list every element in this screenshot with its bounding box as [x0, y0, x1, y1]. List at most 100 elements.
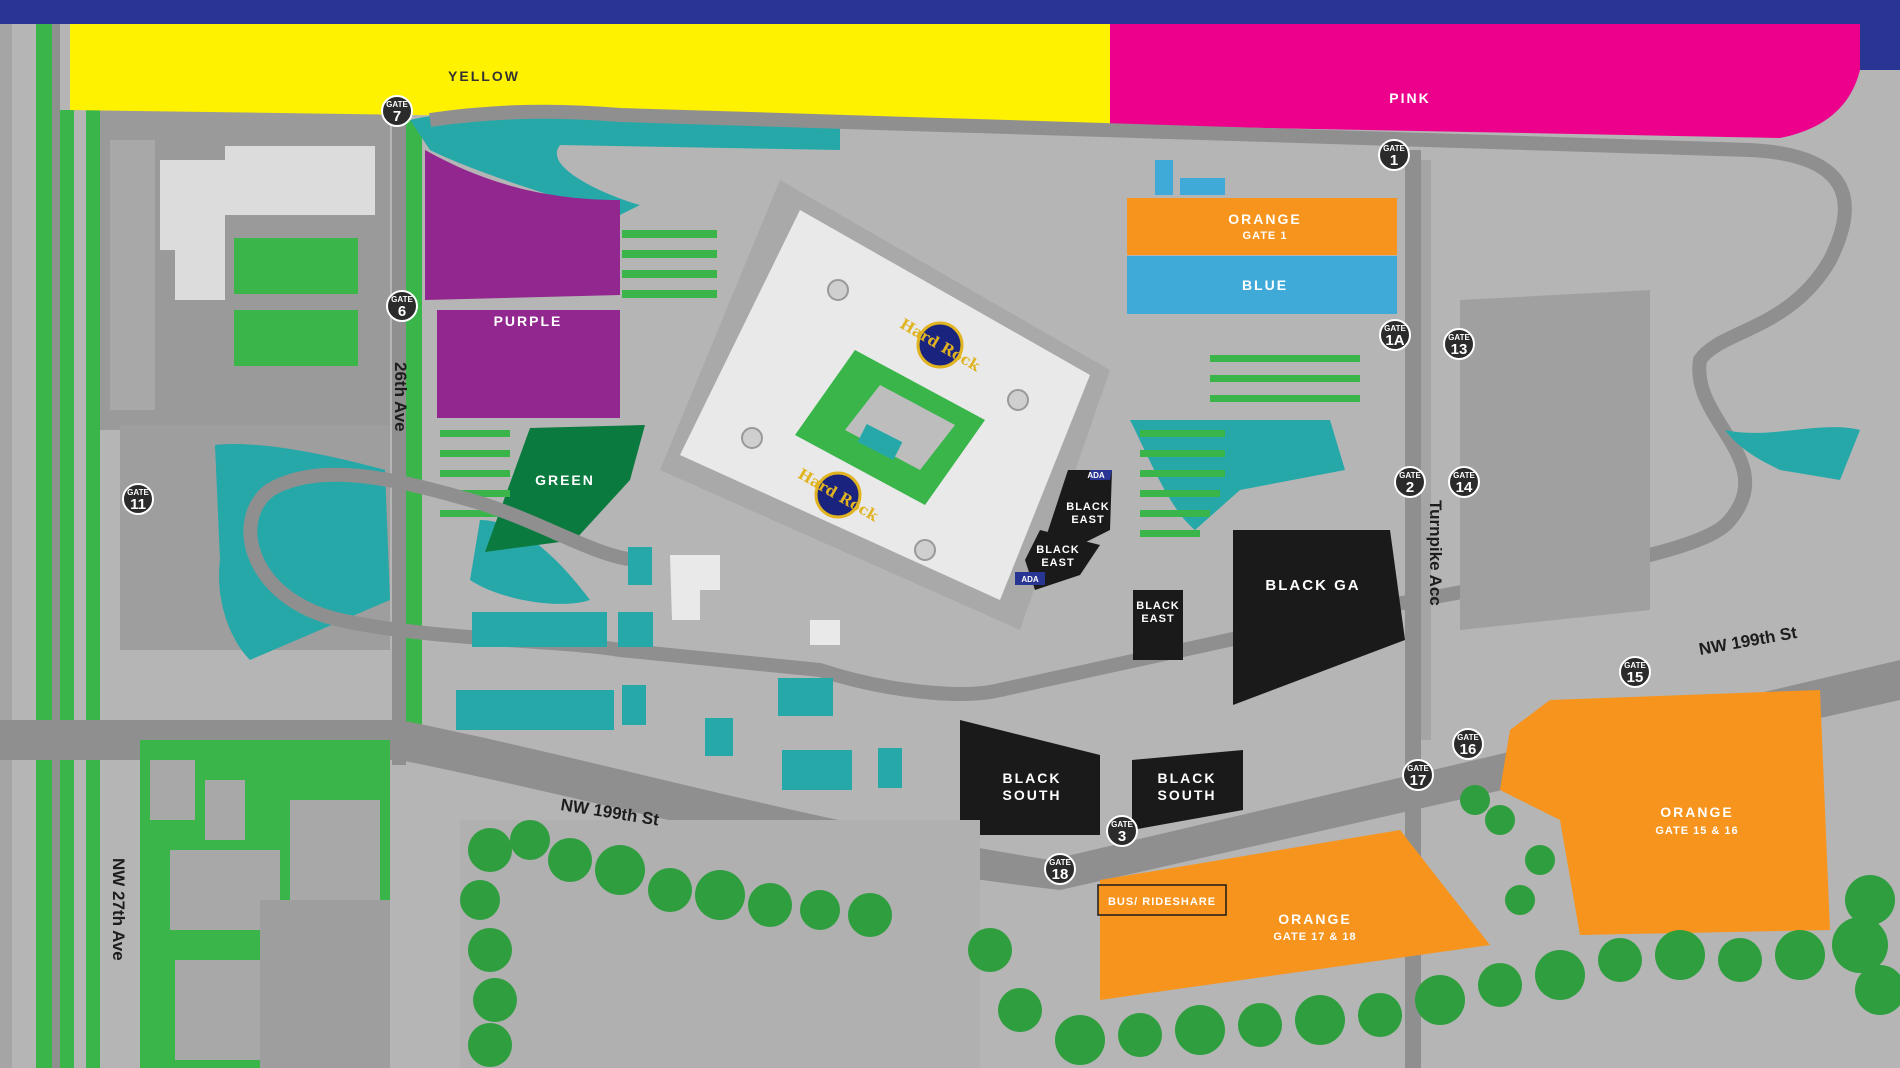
gate-number: 18	[1052, 866, 1069, 883]
lot-yellow	[70, 24, 1110, 125]
gate-prefix: GATE	[1049, 858, 1071, 867]
lot-green-label: GREEN	[535, 472, 595, 488]
lot-black-east-3-line2: EAST	[1141, 613, 1174, 625]
lot-black-east-1	[1045, 470, 1112, 555]
small-blue-bldg-1	[1155, 160, 1173, 195]
east-rows	[1140, 355, 1360, 537]
gate-circle	[1402, 759, 1434, 791]
gate-number: 16	[1460, 741, 1477, 758]
lot-black-east-1-line1: BLACK	[1066, 501, 1110, 513]
sw-lot-gray	[260, 900, 390, 1068]
gate-circle	[1452, 728, 1484, 760]
ada-badge-2	[1015, 572, 1045, 585]
lot-yellow-label: YELLOW	[448, 68, 520, 84]
gate-circle	[122, 483, 154, 515]
stadium-court	[845, 385, 955, 470]
center-court	[857, 424, 903, 460]
street-nw27: NW 27th Ave	[109, 858, 128, 961]
lot-blue-label: BLUE	[1242, 277, 1288, 293]
bus-rideshare-label: BUS/ RIDESHARE	[1108, 896, 1216, 908]
lot-black-south-1-line1: BLACK	[1003, 770, 1062, 786]
gate-circle	[1394, 466, 1426, 498]
gate-prefix: GATE	[1453, 471, 1475, 480]
lot-orange-east-sub: GATE 15 & 16	[1655, 825, 1738, 837]
gate-number: 1	[1390, 152, 1398, 169]
lot-black-south-2-line1: BLACK	[1158, 770, 1217, 786]
gate-number: 3	[1118, 828, 1126, 845]
tennis-courts	[456, 547, 902, 790]
ada-label-1: ADA	[1087, 471, 1105, 480]
nw-parking-rows	[110, 140, 155, 410]
lot-purple-north	[425, 150, 620, 300]
small-building-2	[810, 620, 840, 645]
lot-black-east-1-line2: EAST	[1071, 514, 1104, 526]
lot-purple-south	[437, 310, 620, 418]
south-field	[460, 820, 980, 1068]
east-lake	[1130, 420, 1345, 530]
gate-prefix: GATE	[127, 488, 149, 497]
gate-circle	[1443, 328, 1475, 360]
roof-lights	[741, 279, 1029, 561]
gate-prefix: GATE	[1407, 764, 1429, 773]
gate-circle	[1619, 656, 1651, 688]
gate-number: 11	[130, 496, 146, 513]
lot-pink-label: PINK	[1389, 90, 1430, 106]
ada-badge-1	[1090, 470, 1112, 480]
small-building	[670, 555, 720, 620]
lot-black-south-2	[1132, 750, 1243, 830]
gate-circle	[1106, 815, 1138, 847]
gate-circle	[386, 290, 418, 322]
gate-number: 15	[1627, 669, 1644, 686]
small-blue-bldg-2	[1180, 178, 1225, 195]
gate-number: 2	[1406, 479, 1414, 496]
lot-orange-south-sub: GATE 17 & 18	[1273, 931, 1356, 943]
practice-field-2	[234, 310, 358, 366]
grass-strip-west3	[86, 110, 100, 1068]
gate-number: 1A	[1385, 332, 1404, 349]
gate-circle	[1448, 466, 1480, 498]
lot-orange-north-sub: GATE 1	[1243, 230, 1288, 242]
lot-orange-east-label: ORANGE	[1660, 804, 1733, 820]
grass-strip-west2	[60, 110, 74, 1068]
gate-prefix: GATE	[1383, 144, 1405, 153]
practice-field-1	[234, 238, 358, 294]
lot-orange-north	[1127, 198, 1397, 255]
gate-circle	[1378, 139, 1410, 171]
gate-prefix: GATE	[1448, 333, 1470, 342]
building-white	[160, 146, 375, 300]
lot-purple-label: PURPLE	[494, 313, 563, 329]
gate-circle	[1044, 853, 1076, 885]
lot-orange-south	[1100, 830, 1490, 1000]
road-26th-ave	[392, 95, 406, 765]
forest	[460, 785, 1900, 1067]
gate-prefix: GATE	[1457, 733, 1479, 742]
road-turnpike	[1405, 150, 1421, 1068]
sw-house-rows	[150, 760, 380, 1060]
lot-black-south-1-line2: SOUTH	[1003, 787, 1062, 803]
street-turnpike: Turnpike Acc	[1426, 500, 1445, 606]
gate-prefix: GATE	[1399, 471, 1421, 480]
ada-label-2: ADA	[1021, 575, 1039, 584]
street-26th-ave: 26th Ave	[391, 362, 410, 432]
gate-number: 17	[1410, 772, 1427, 789]
ne-lot	[1460, 290, 1650, 630]
gate-number: 13	[1451, 341, 1468, 358]
left-edge	[0, 24, 12, 1068]
lot-orange-south-label: ORANGE	[1278, 911, 1351, 927]
gate-number: 7	[393, 108, 401, 125]
lot-blue	[1127, 256, 1397, 314]
lot-black-south-2-line2: SOUTH	[1158, 787, 1217, 803]
gate-number: 14	[1456, 479, 1473, 496]
bus-rideshare-box	[1097, 884, 1227, 916]
